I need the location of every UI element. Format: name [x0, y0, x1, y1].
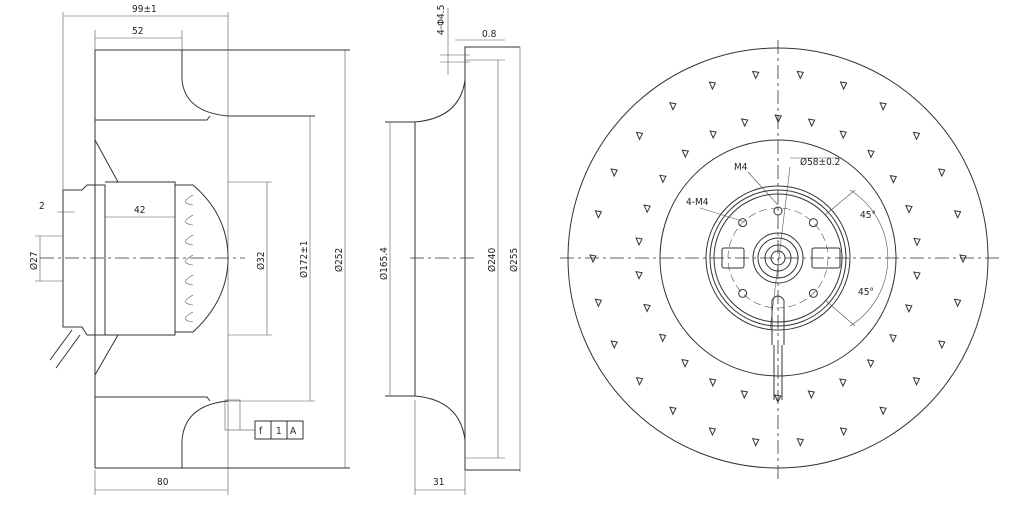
blade-mark	[635, 377, 644, 386]
blade-mark	[905, 304, 913, 314]
blade-mark	[751, 438, 760, 447]
blade-mark	[913, 237, 921, 247]
blade-mark	[708, 378, 717, 388]
label-angle-top: 45°	[860, 210, 876, 221]
dim-flange-offset: 2	[39, 201, 45, 212]
blade-mark	[839, 81, 848, 91]
screw-hole	[738, 218, 748, 228]
blade-mark	[659, 174, 667, 184]
blade-mark	[889, 334, 897, 343]
blade-mark	[796, 438, 805, 447]
blade-mark	[912, 131, 921, 141]
dim-overall-depth: 99±1	[132, 4, 157, 15]
blade-mark	[937, 168, 946, 178]
blade-mark	[839, 427, 848, 437]
blade-mark	[635, 131, 644, 141]
blade-mark	[643, 303, 651, 313]
blade-mark	[669, 406, 677, 416]
blade-mark	[708, 81, 717, 91]
dim-holes: 4-Φ4.5	[436, 5, 447, 35]
dim-motor-length: 42	[134, 205, 145, 216]
blade-mark	[681, 149, 690, 159]
dim-hub-diameter: Ø27	[28, 251, 40, 270]
blade-mark	[681, 359, 689, 368]
blade-mark	[953, 210, 962, 219]
tolerance-datum: A	[290, 426, 297, 437]
blade-mark	[635, 237, 643, 247]
tolerance-symbol: f	[259, 426, 263, 437]
label-pilot-diameter: Ø58±0.2	[800, 156, 840, 168]
side-view: f 1 A 99±1 52 42 2 80 Ø27 Ø32 Ø172±1 Ø25…	[28, 4, 350, 495]
blade-mark	[594, 210, 603, 219]
tolerance-frame: f 1 A	[254, 420, 304, 440]
blade-mark	[905, 204, 913, 214]
blade-mark	[807, 390, 816, 400]
blade-mark	[879, 406, 887, 416]
front-view: M4 Ø58±0.2 4-M4 45° 45°	[560, 40, 1000, 480]
tolerance-value: 1	[276, 426, 282, 437]
blade-mark	[959, 254, 967, 264]
dim-ring-inner: Ø165.4	[378, 247, 390, 280]
blade-mark	[866, 359, 875, 369]
screw-hole	[808, 218, 818, 228]
dim-thickness: 0.8	[482, 29, 497, 40]
blade-mark	[708, 427, 717, 437]
blade-mark	[913, 271, 921, 281]
screw-hole	[738, 288, 748, 298]
blade-mark	[807, 118, 816, 128]
dim-impeller-width: 80	[157, 477, 169, 488]
dim-ring-outer: Ø255	[508, 248, 520, 272]
blade-mark	[740, 118, 749, 128]
blade-mark	[839, 378, 847, 388]
dim-motor-diameter: Ø32	[255, 251, 267, 270]
blade-mark	[610, 340, 618, 350]
blade-mark	[937, 340, 946, 350]
blade-mark	[912, 377, 921, 386]
dim-outer-diameter: Ø252	[333, 248, 345, 272]
blade-mark	[589, 254, 597, 264]
blade-mark	[796, 70, 805, 80]
blade-mark	[740, 390, 749, 400]
blade-mark	[635, 271, 643, 280]
dim-bolt-circle: Ø240	[486, 247, 498, 272]
label-angle-bottom: 45°	[858, 287, 874, 298]
blade-mark	[669, 102, 677, 111]
screw-hole	[808, 288, 818, 298]
blade-mark	[594, 298, 603, 308]
label-screws: 4-M4	[686, 197, 709, 208]
blade-mark	[889, 174, 898, 184]
dim-inner-diameter: Ø172±1	[298, 240, 310, 278]
blade-mark	[867, 149, 875, 159]
label-screw: M4	[734, 162, 748, 173]
blade-mark	[879, 102, 887, 111]
blade-mark	[643, 204, 651, 214]
ring-view: 4-Φ4.5 0.8 Ø165.4 Ø240 Ø255 31	[378, 5, 521, 495]
blade-mark	[658, 333, 667, 343]
blade-mark	[751, 70, 760, 80]
dim-inlet-depth: 52	[132, 26, 143, 37]
blade-mark	[953, 298, 962, 308]
blade-mark	[709, 130, 717, 140]
blade-mark	[610, 168, 618, 178]
blade-mark	[839, 130, 847, 140]
dim-ring-depth: 31	[433, 477, 444, 488]
